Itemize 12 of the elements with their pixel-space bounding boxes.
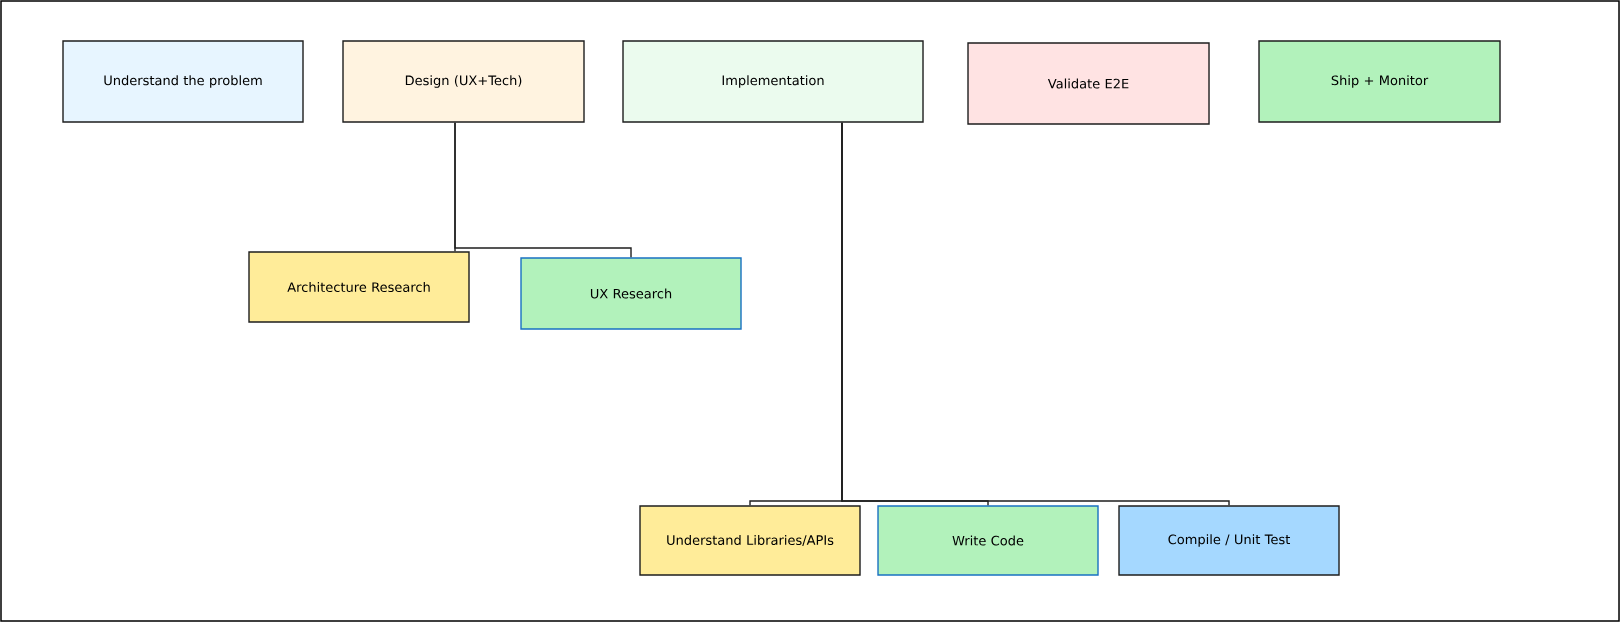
process-box: Understand the problem — [62, 40, 304, 123]
process-box: Implementation — [622, 40, 924, 123]
process-box: Architecture Research — [248, 251, 470, 323]
process-box: Understand Libraries/APIs — [639, 505, 861, 576]
process-box: Write Code — [877, 505, 1099, 576]
process-box: Compile / Unit Test — [1118, 505, 1340, 576]
process-box: UX Research — [520, 257, 742, 330]
process-box: Design (UX+Tech) — [342, 40, 585, 123]
connector-line — [454, 122, 632, 258]
process-box: Validate E2E — [967, 42, 1210, 125]
process-box: Ship + Monitor — [1258, 40, 1501, 123]
connector-line — [841, 122, 1230, 506]
